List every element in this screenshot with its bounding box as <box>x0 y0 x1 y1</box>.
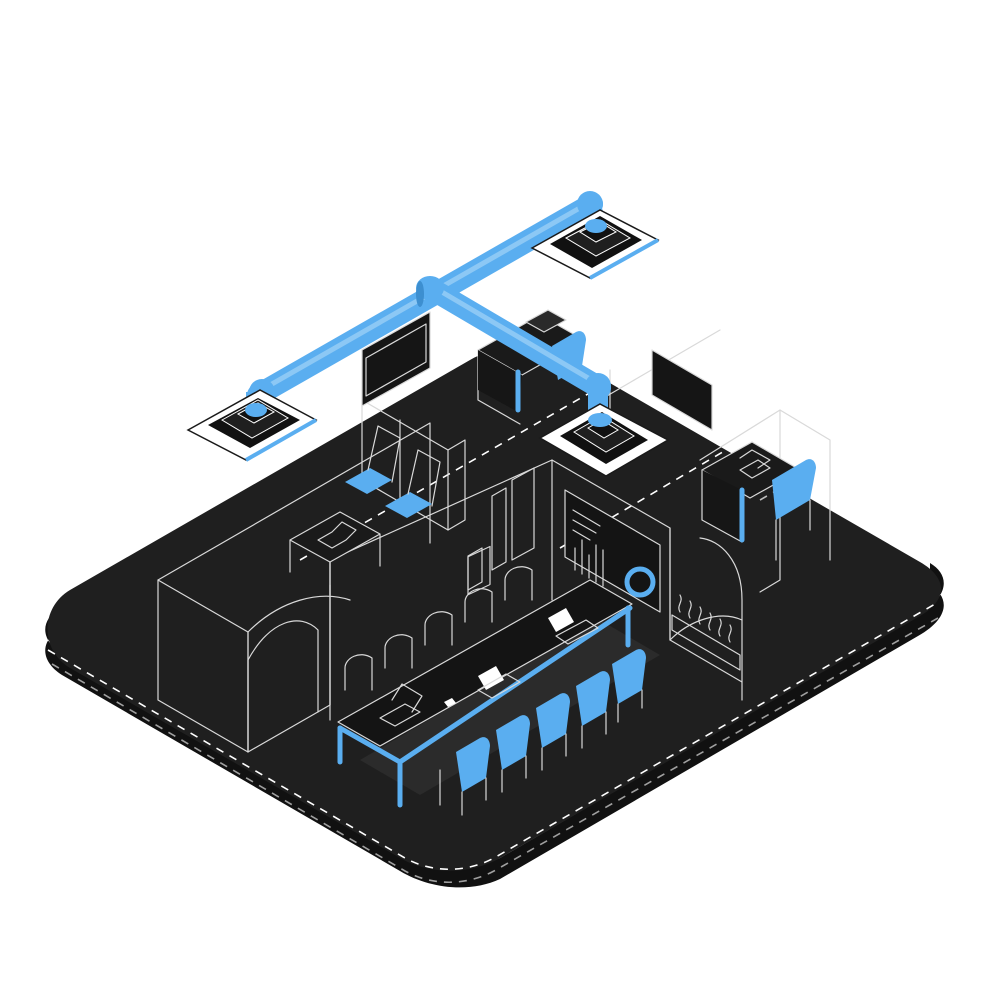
air-diffuser-left <box>186 389 318 462</box>
floor-edge-stitch <box>47 603 936 871</box>
chairs-back-row <box>344 566 533 691</box>
laptop <box>478 666 504 690</box>
phone <box>444 698 456 707</box>
air-diffuser-right <box>530 209 660 280</box>
air-diffuser-center <box>538 403 670 477</box>
laptop <box>548 608 574 632</box>
corridor-line <box>299 317 721 561</box>
presentation-screen <box>564 489 661 613</box>
chairs-front-row <box>439 649 646 816</box>
laptop <box>317 521 357 549</box>
table-edge <box>337 605 633 765</box>
floor-slab <box>45 347 944 888</box>
duct-main <box>247 193 603 406</box>
laptop <box>739 459 771 479</box>
radiator <box>671 594 741 671</box>
wall-right-curved <box>669 527 743 683</box>
workstation-upper-right <box>651 349 816 561</box>
printer <box>526 310 566 332</box>
duct-branch <box>419 277 611 399</box>
screen-bar-chart <box>574 539 604 587</box>
screen-donut-chart <box>624 566 656 598</box>
workstation-upper-left <box>289 311 441 596</box>
floor-slab-side <box>45 563 944 888</box>
meeting-table <box>337 579 660 808</box>
laptop <box>379 703 421 727</box>
